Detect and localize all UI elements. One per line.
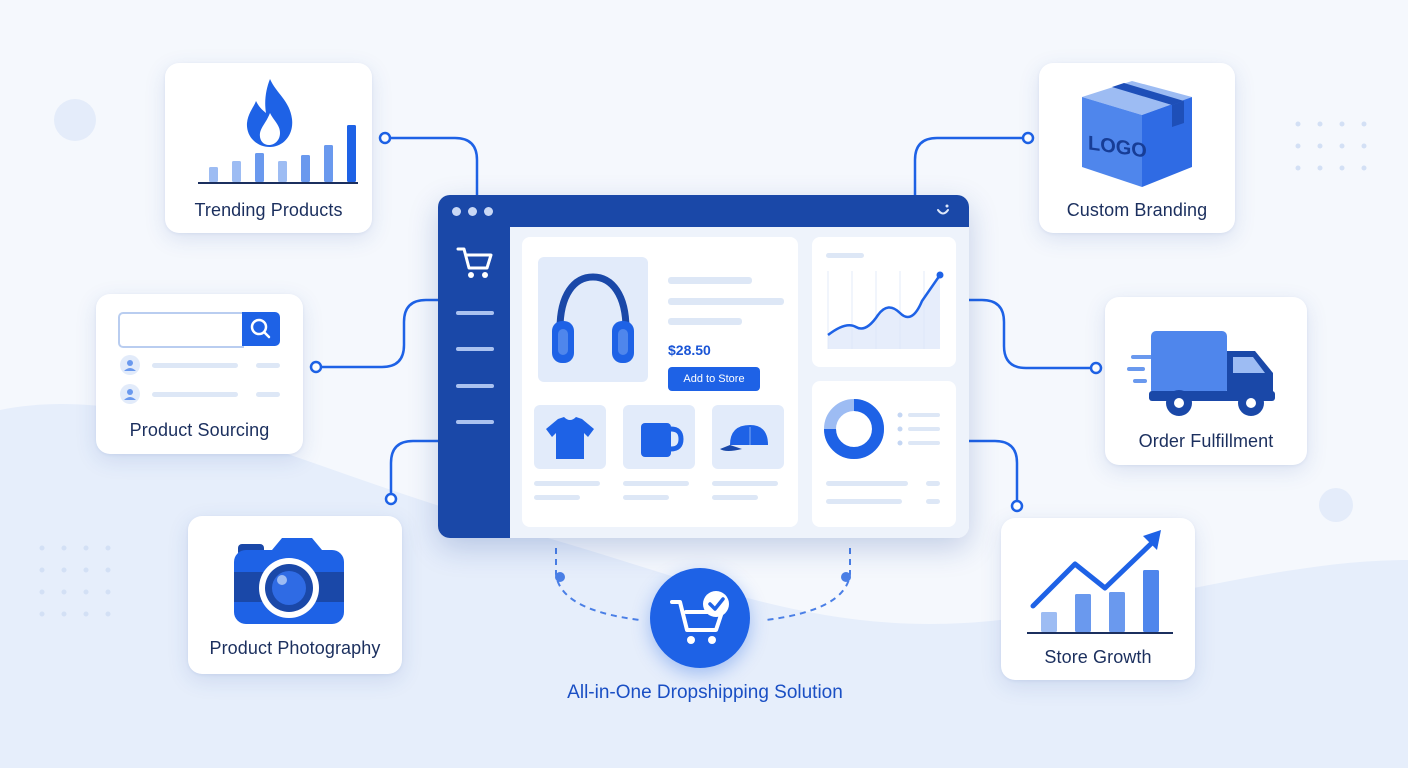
- sidebar-menu-item[interactable]: [456, 384, 494, 388]
- dashboard-window: $28.50 Add to Store: [438, 195, 969, 538]
- window-dot: [452, 207, 461, 216]
- center-cart-badge: [650, 568, 750, 668]
- order-fulfillment-card: Order Fulfillment: [1105, 297, 1307, 465]
- tshirt-icon: [546, 417, 594, 459]
- camera-icon: [234, 538, 344, 624]
- window-dot: [484, 207, 493, 216]
- sales-line-chart: [827, 271, 944, 349]
- cap-icon: [720, 425, 768, 451]
- product-sourcing-label: Product Sourcing: [129, 420, 270, 440]
- delivery-truck-icon: [1127, 331, 1275, 416]
- window-dot: [468, 207, 477, 216]
- donut-chart-panel: [812, 381, 956, 527]
- mug-icon: [641, 423, 684, 457]
- product-panel: $28.50 Add to Store: [522, 237, 798, 527]
- mug-thumbnail[interactable]: [623, 405, 695, 469]
- search-icon: [250, 318, 271, 339]
- cart-icon[interactable]: [456, 245, 494, 279]
- connector-growth: [969, 439, 1019, 506]
- trending-products-card: Trending Products: [165, 63, 372, 233]
- sidebar-menu-item[interactable]: [456, 311, 494, 315]
- branded-box-icon: LOGO: [1082, 81, 1192, 187]
- connector-branding: [913, 136, 1028, 195]
- donut-chart: [824, 399, 940, 459]
- product-sourcing-card: Product Sourcing: [96, 294, 303, 454]
- custom-branding-card: LOGO Custom Branding: [1039, 63, 1235, 233]
- headphones-thumbnail[interactable]: [538, 257, 648, 382]
- product-photography-card: Product Photography: [188, 516, 402, 674]
- custom-branding-label: Custom Branding: [1066, 200, 1208, 220]
- sidebar-menu-item[interactable]: [456, 347, 494, 351]
- store-growth-card: Store Growth: [1001, 518, 1195, 680]
- dashboard-sidebar: [438, 227, 510, 538]
- dashboard-main: $28.50 Add to Store: [510, 227, 969, 538]
- product-price: $28.50: [668, 342, 711, 358]
- connector-fulfillment: [969, 298, 1096, 370]
- supplier-list: [120, 355, 280, 404]
- connector-sourcing: [316, 298, 438, 369]
- connector-trending: [385, 136, 479, 195]
- search-input[interactable]: [118, 312, 244, 348]
- trending-products-label: Trending Products: [194, 200, 343, 220]
- sidebar-menu-item[interactable]: [456, 420, 494, 424]
- product-photography-label: Product Photography: [209, 638, 381, 658]
- cap-thumbnail[interactable]: [712, 405, 784, 469]
- window-titlebar: [438, 195, 969, 227]
- smile-icon: [937, 204, 949, 215]
- trending-fire-chart-icon: [198, 79, 358, 184]
- add-to-store-button[interactable]: Add to Store: [668, 367, 760, 391]
- tshirt-thumbnail[interactable]: [534, 405, 606, 469]
- sales-chart-panel: [812, 237, 956, 367]
- solution-title: All-in-One Dropshipping Solution: [567, 682, 843, 703]
- headphones-icon: [552, 273, 634, 363]
- search-button[interactable]: [242, 312, 280, 346]
- cart-check-icon: [670, 591, 729, 644]
- store-growth-label: Store Growth: [1044, 647, 1152, 667]
- connector-photography: [389, 439, 438, 499]
- growth-chart-icon: [1027, 530, 1173, 634]
- order-fulfillment-label: Order Fulfillment: [1138, 431, 1274, 451]
